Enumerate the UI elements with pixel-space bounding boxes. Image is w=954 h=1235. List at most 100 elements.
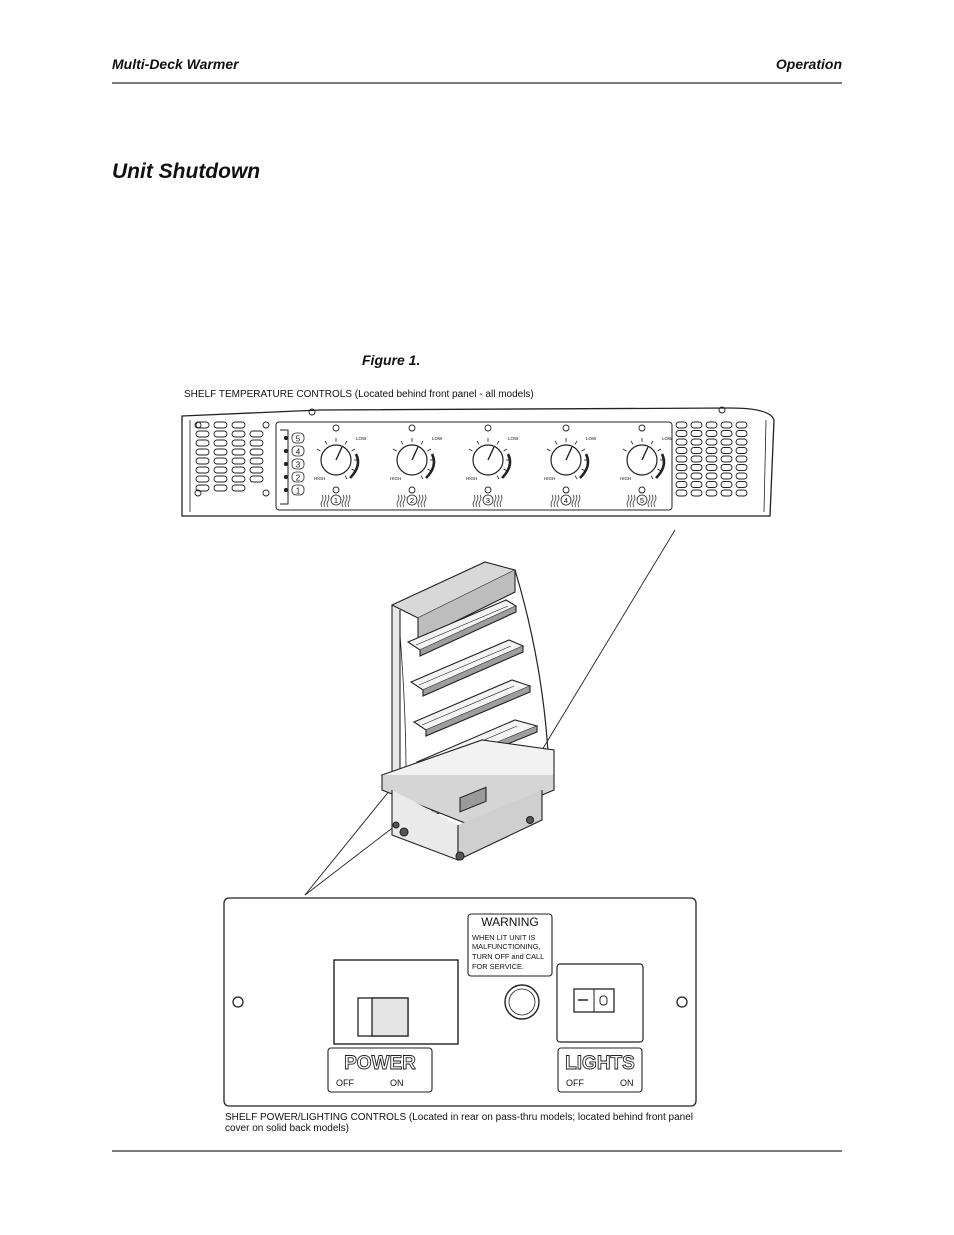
knob-arc <box>349 453 360 479</box>
knob-tick <box>344 475 348 480</box>
heat-wave <box>556 494 560 508</box>
knob-tick <box>581 448 586 452</box>
vent-slot <box>675 438 688 446</box>
vent-slot <box>675 472 688 480</box>
lights-off-label: OFF <box>566 1078 584 1088</box>
vent-slot <box>720 481 733 488</box>
figure-label: Figure 1. <box>362 352 421 368</box>
knob-number-badge <box>330 494 342 506</box>
knob-tick <box>420 475 424 480</box>
heat-wave <box>396 494 400 508</box>
knob-tick <box>344 440 348 445</box>
shelf-rail <box>421 685 515 726</box>
power-on-label: ON <box>390 1078 404 1088</box>
shelf-rail <box>418 645 512 686</box>
vent-slot <box>735 421 748 429</box>
knob-arc <box>579 453 590 479</box>
heat-wave <box>650 494 654 508</box>
vent-slot <box>213 484 228 492</box>
knob-number: 3 <box>486 496 490 505</box>
heat-wave <box>577 494 581 508</box>
vent-slot <box>735 438 748 446</box>
vent-slot <box>231 421 246 429</box>
panel-screw <box>262 489 270 497</box>
legend-number: 4 <box>296 448 301 457</box>
legend-badge <box>291 458 305 470</box>
knob-low-label: LOW <box>508 436 519 441</box>
vent-slot <box>249 466 264 474</box>
knob-number-badge <box>406 494 418 506</box>
knob-number: 4 <box>564 496 568 505</box>
vent-slot <box>720 421 733 429</box>
vent-slot <box>690 489 703 497</box>
warning-line: TURN OFF and CALL <box>472 952 544 961</box>
header-title: Multi-Deck Warmer <box>112 56 239 72</box>
panel-text: WARNING WHEN LIT UNIT IS MALFUNCTIONING,… <box>336 915 635 1088</box>
heat-wave <box>493 494 497 508</box>
vent-slot <box>249 448 264 456</box>
heat-wave <box>626 494 630 508</box>
vent-slot <box>735 430 748 437</box>
knob-tick <box>427 448 432 452</box>
vent-slot <box>690 438 703 446</box>
knob-pointer <box>335 446 343 461</box>
vent-slot <box>720 489 733 497</box>
lights-on-label: ON <box>620 1078 634 1088</box>
knob-tick <box>496 440 500 445</box>
knob-arc <box>655 453 666 479</box>
vent-slot <box>705 489 718 497</box>
vent-slot <box>675 464 688 471</box>
knob-tick <box>650 475 654 480</box>
heat-wave <box>496 494 500 508</box>
heat-wave <box>323 494 327 508</box>
knob-low-label: LOW <box>356 436 367 441</box>
vent-slot <box>231 439 246 447</box>
warning-line: MALFUNCTIONING, <box>472 942 541 951</box>
vent-slot <box>195 466 210 474</box>
shelf-edge <box>425 686 531 737</box>
legend-number: 1 <box>296 487 301 496</box>
vent-slot <box>195 457 210 465</box>
power-label-box <box>327 1047 433 1093</box>
warning-line: FOR SERVICE. <box>472 962 524 971</box>
vent-slot <box>213 421 228 429</box>
legend-dot <box>283 448 289 454</box>
legend-number: 5 <box>296 435 301 444</box>
vent-slot <box>675 481 688 488</box>
vent-slot <box>690 430 703 437</box>
knob-tick <box>622 448 627 452</box>
warning-label <box>467 913 553 977</box>
knob-tick <box>468 448 473 452</box>
vent-slot <box>231 430 246 438</box>
knob-low-label: LOW <box>432 436 443 441</box>
knob-tick <box>546 448 551 452</box>
vent-slot <box>213 475 228 483</box>
warning-title: WARNING <box>481 915 539 929</box>
knob-high-label: HIGH <box>390 476 401 481</box>
vent-slot <box>231 475 246 483</box>
knob-arc <box>501 453 512 479</box>
shelf-edge <box>419 606 517 657</box>
knob-pointer <box>565 446 573 461</box>
knob-number-badge <box>560 494 572 506</box>
footer-rule <box>112 1150 842 1152</box>
vent-slot <box>213 457 228 465</box>
vent-slot <box>231 466 246 474</box>
vent-slot <box>675 455 688 463</box>
knob-low-label: LOW <box>662 436 673 441</box>
lights-label-box <box>557 1047 643 1093</box>
power-label: POWER <box>344 1053 416 1074</box>
knob-number-badge <box>636 494 648 506</box>
legend-number: 2 <box>296 474 301 483</box>
right-vent-grid <box>675 421 748 497</box>
knob-screw <box>484 424 492 432</box>
legend-dot <box>283 474 289 480</box>
vent-slot <box>705 438 718 446</box>
vent-slot <box>705 481 718 488</box>
knob-tick <box>503 448 508 452</box>
vent-slot <box>231 457 246 465</box>
vent-slot <box>705 430 718 437</box>
legend-badge <box>291 471 305 483</box>
vent-slot <box>231 484 246 492</box>
